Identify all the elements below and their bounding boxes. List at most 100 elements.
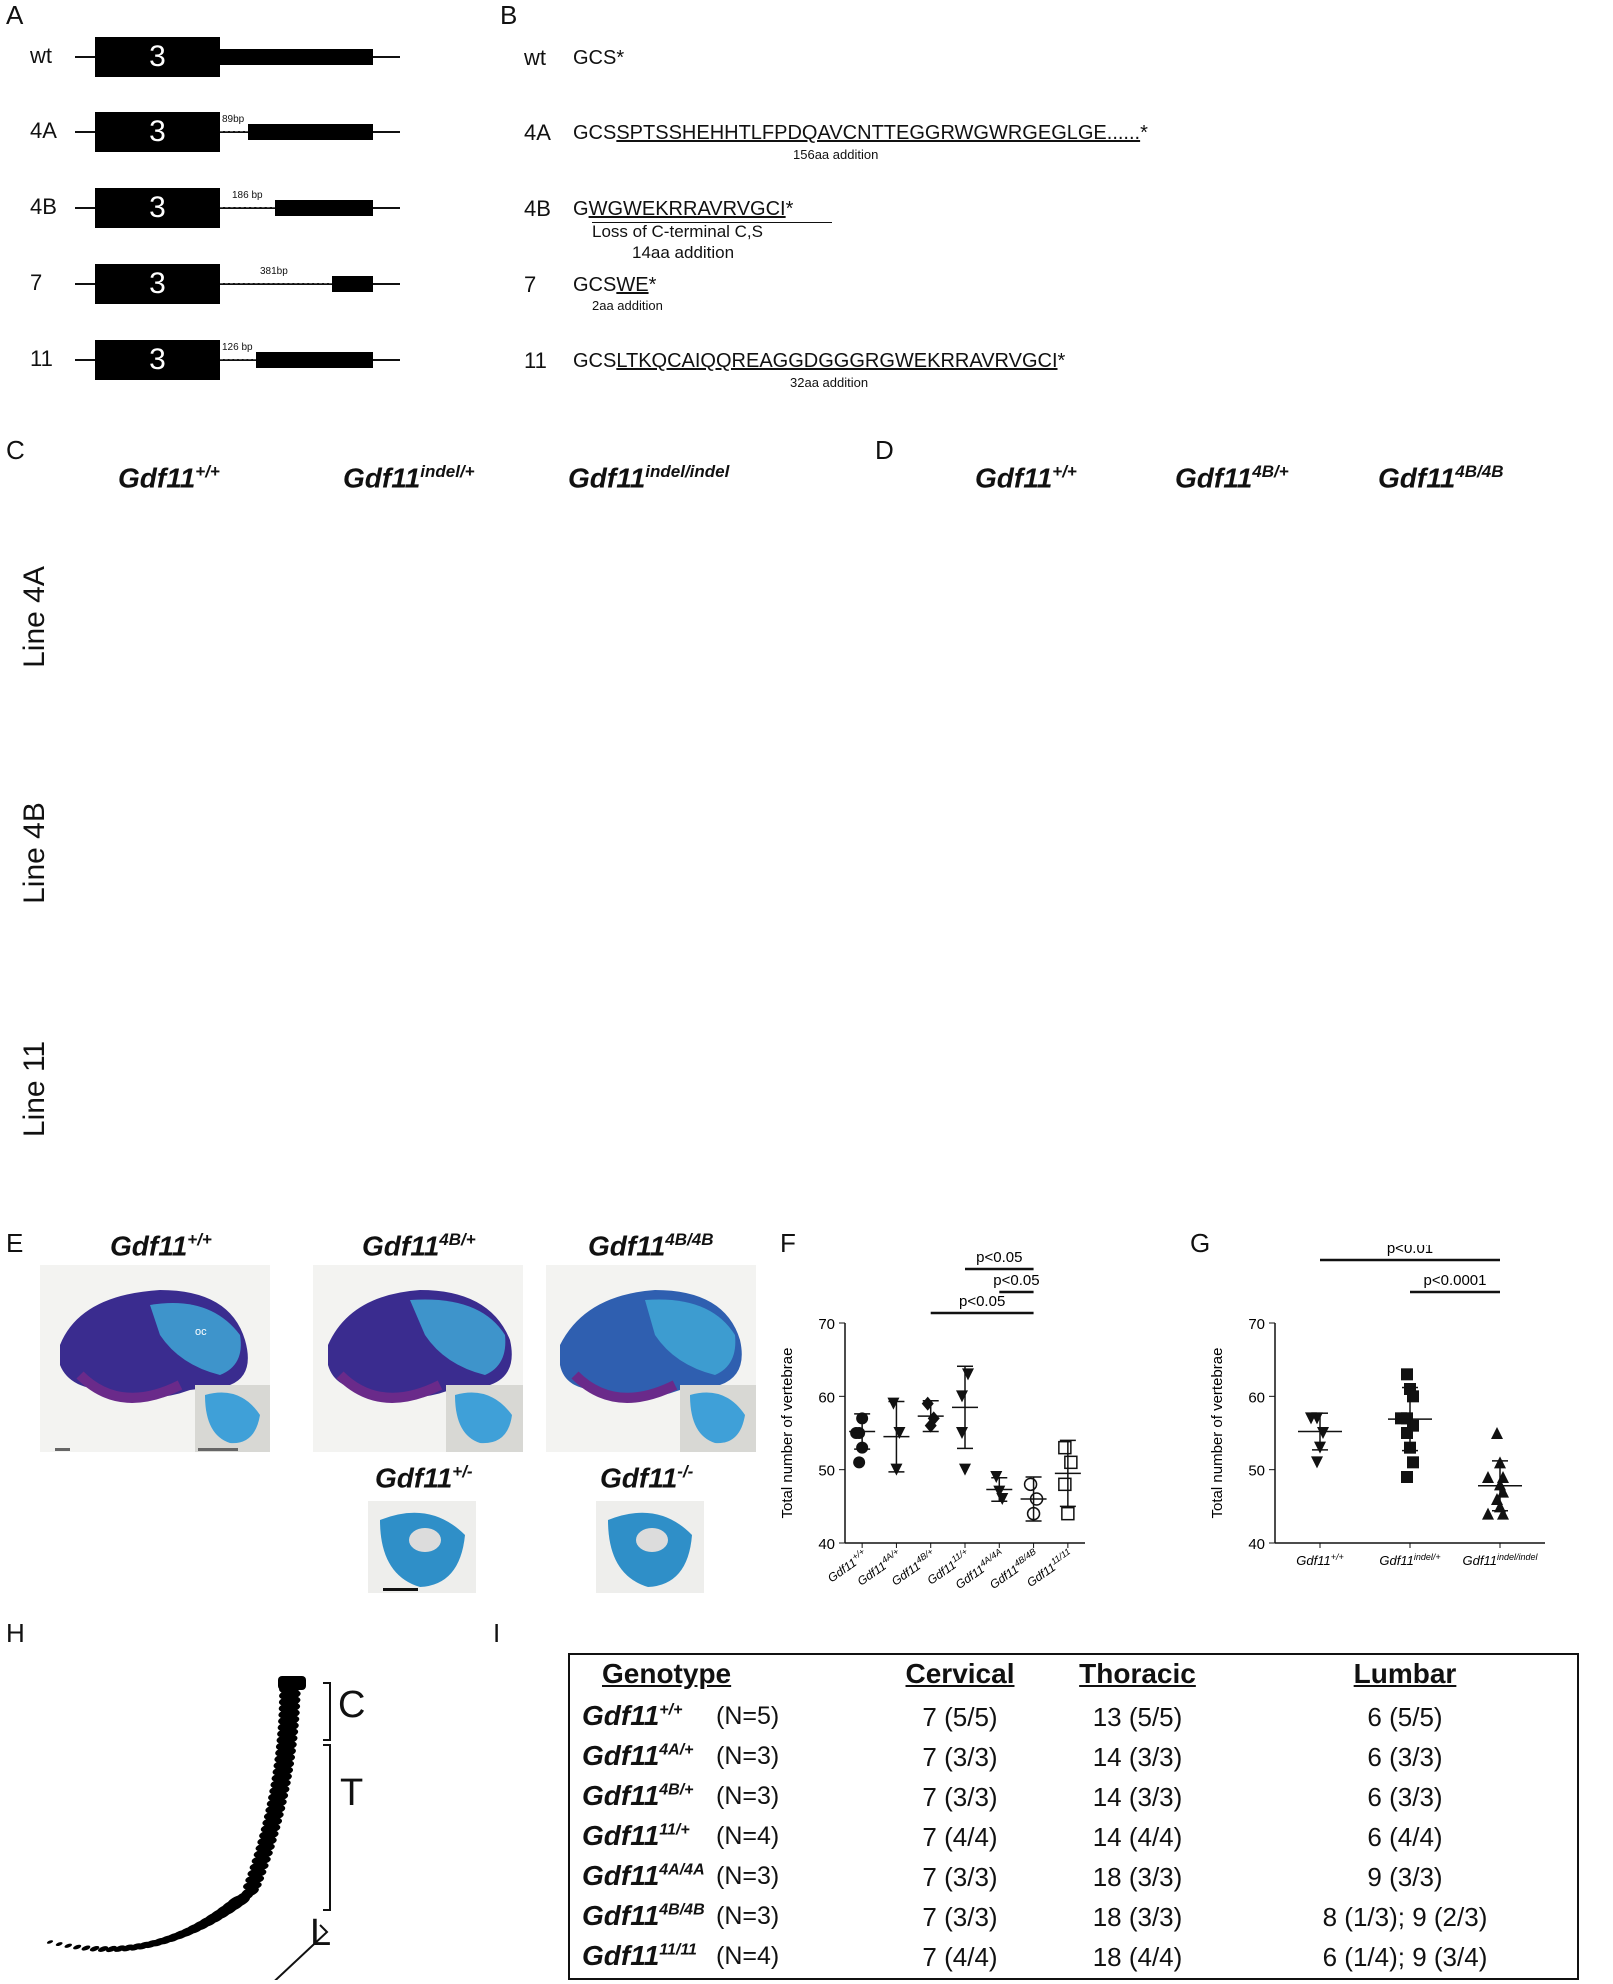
table-row-n: (N=4) xyxy=(716,1822,780,1850)
table-cell-cervical: 7 (3/3) xyxy=(922,1862,998,1892)
table-cell-cervical: 7 (3/3) xyxy=(922,1742,998,1772)
table-cell-thoracic: 14 (3/3) xyxy=(1092,1782,1183,1812)
table-row-genotype: Gdf114B/+ xyxy=(582,1780,694,1811)
table-cell-lumbar: 6 (5/5) xyxy=(1367,1702,1443,1732)
protein-sequence: GWGWEKRRAVRVGCI* xyxy=(573,198,794,220)
data-point xyxy=(959,1463,971,1476)
y-tick-label: 40 xyxy=(818,1536,835,1553)
scale-bar xyxy=(383,1588,418,1591)
vertebra xyxy=(259,1830,279,1840)
data-point xyxy=(1317,1427,1329,1439)
x-tick-label: Gdf11+/+ xyxy=(1296,1552,1343,1568)
cervical-bracket xyxy=(323,1682,331,1741)
genotype-header: Gdf114B/4B xyxy=(588,1230,714,1262)
insertion-gap xyxy=(220,359,256,360)
panel-label-i: I xyxy=(493,1618,501,1648)
insertion-size: 89bp xyxy=(222,114,245,125)
data-point xyxy=(1305,1412,1317,1425)
table-cell-thoracic: 14 (3/3) xyxy=(1092,1742,1183,1772)
y-tick-label: 50 xyxy=(1248,1463,1265,1480)
vertebra xyxy=(73,1944,82,1950)
x-tick-label: Gdf11indel/+ xyxy=(1379,1552,1440,1568)
vertebra xyxy=(262,1817,283,1827)
jaw-shape xyxy=(571,1371,678,1403)
protein-sequence: GCS* xyxy=(573,47,625,69)
genotype-header: Gdf11-/- xyxy=(600,1462,694,1494)
insertion-size: 381bp xyxy=(260,266,288,277)
panel-label-d: D xyxy=(875,435,894,465)
table-row-n: (N=3) xyxy=(716,1862,780,1890)
skull-cartilage xyxy=(150,1303,241,1375)
table-row-genotype: Gdf114A/4A xyxy=(582,1860,705,1891)
vertebra xyxy=(260,1823,281,1833)
data-point xyxy=(1401,1471,1413,1483)
allele-label: 4B xyxy=(524,196,551,221)
coding-block xyxy=(220,49,373,65)
data-point xyxy=(1491,1427,1503,1439)
insertion-size: 126 bp xyxy=(222,342,253,353)
table-cell-cervical: 7 (3/3) xyxy=(922,1902,998,1932)
vertebra xyxy=(255,1842,275,1852)
data-point xyxy=(1401,1427,1413,1439)
table-cell-cervical: 7 (4/4) xyxy=(922,1942,998,1972)
allele-label: wt xyxy=(30,43,52,68)
inserted-sequence: LTKQCAIQQREAGGDGGGRGWEKRRAVRVGCI xyxy=(616,350,1058,372)
insertion-gap xyxy=(220,283,332,284)
vertebra xyxy=(89,1946,100,1952)
table-row-n: (N=3) xyxy=(716,1782,780,1810)
data-point xyxy=(1311,1456,1323,1469)
skull-photos: oc xyxy=(40,1265,756,1593)
line-label: Line 11 xyxy=(18,1040,51,1138)
addition-note: 32aa addition xyxy=(790,375,869,390)
data-point xyxy=(850,1427,863,1439)
table-row-n: (N=5) xyxy=(716,1702,780,1730)
scale-bar xyxy=(55,1448,70,1451)
otic-capsule xyxy=(690,1392,745,1444)
y-axis-label: Total number of vertebrae xyxy=(1209,1348,1226,1519)
exon-3-box: 3 xyxy=(95,340,220,380)
oc-label: oc xyxy=(195,1326,207,1338)
panel-label-h: H xyxy=(6,1618,25,1648)
gene-line xyxy=(75,207,400,209)
data-point xyxy=(1407,1456,1419,1469)
genotype-header: Gdf11indel/+ xyxy=(343,462,475,494)
underline-rule xyxy=(592,222,832,223)
table-cell-lumbar: 8 (1/3); 9 (2/3) xyxy=(1322,1902,1488,1932)
lumbar-bracket xyxy=(274,1924,329,1980)
data-point xyxy=(962,1368,974,1381)
coding-block xyxy=(248,124,373,140)
table-cell-thoracic: 14 (4/4) xyxy=(1092,1822,1183,1852)
table-row-n: (N=4) xyxy=(716,1942,780,1970)
scale-bar xyxy=(198,1448,238,1451)
jaw-shape xyxy=(336,1371,443,1403)
genotype-header: Gdf114B/+ xyxy=(362,1230,476,1262)
panel-label-a: A xyxy=(6,0,24,30)
allele-label: 7 xyxy=(30,270,43,295)
genotype-header: Gdf11+/+ xyxy=(975,462,1077,494)
inserted-sequence: SPTSSHEHHTLFPDQAVCNTTEGGRWGWRGEGLGE.....… xyxy=(616,122,1141,144)
data-point xyxy=(996,1493,1009,1505)
table-header: Genotype xyxy=(602,1658,732,1689)
protein-sequence: GCSLTKQCAIQQREAGGDGGGRGWEKRRAVRVGCI* xyxy=(573,350,1066,372)
spine-silhouette xyxy=(46,1676,331,1980)
panel-i-table-frame xyxy=(568,1653,1579,1980)
allele-label: 4B xyxy=(30,194,57,219)
vertebra xyxy=(64,1943,73,1948)
y-tick-label: 70 xyxy=(818,1316,835,1333)
table-row-genotype: Gdf1111/11 xyxy=(582,1940,697,1971)
data-point xyxy=(1401,1368,1413,1381)
addition-note: 2aa addition xyxy=(592,298,663,313)
data-point xyxy=(1497,1507,1509,1520)
table-row-genotype: Gdf114A/+ xyxy=(582,1740,694,1771)
line-label: Line 4A xyxy=(18,566,51,668)
significance-label: p<0.01 xyxy=(1387,1245,1433,1257)
table-row-n: (N=3) xyxy=(716,1742,780,1770)
vertebra xyxy=(113,1945,126,1952)
significance-label: p<0.0001 xyxy=(1424,1272,1487,1289)
genotype-header: Gdf11+/+ xyxy=(118,462,220,494)
data-point xyxy=(1058,1440,1072,1455)
genotype-header: Gdf11+/+ xyxy=(110,1230,212,1262)
allele-label: wt xyxy=(524,45,546,70)
y-tick-label: 40 xyxy=(1248,1536,1265,1553)
